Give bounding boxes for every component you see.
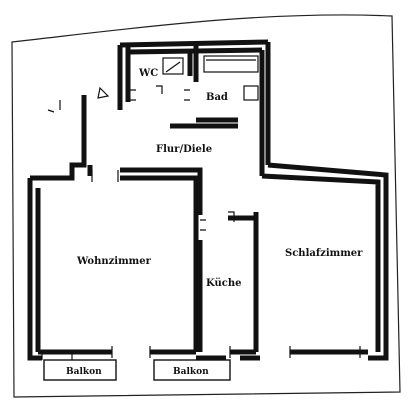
room-label-balkon-right: Balkon — [173, 367, 209, 377]
room-label-flur: Flur/Diele — [156, 144, 212, 155]
balcony-left — [43, 359, 117, 381]
room-label-wc: WC — [138, 68, 158, 79]
room-label-bad: Bad — [206, 92, 228, 103]
paper-sheet-outline — [11, 14, 401, 398]
fixtures — [41, 55, 361, 360]
exterior-walls — [27, 39, 389, 361]
room-label-kueche: Küche — [206, 278, 241, 289]
balcony-right — [153, 359, 231, 381]
room-label-balkon-left: Balkon — [66, 367, 102, 377]
room-label-schlafzimmer: Schlafzimmer — [285, 248, 363, 259]
room-label-wohnzimmer: Wohnzimmer — [76, 256, 152, 267]
